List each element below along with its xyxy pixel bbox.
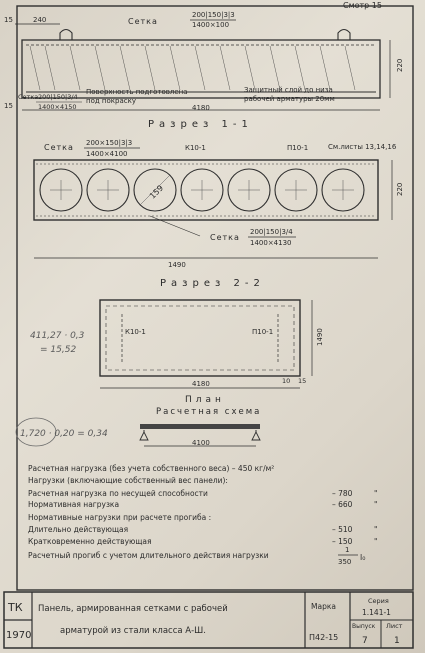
plan-label-p: П10-1 bbox=[252, 328, 273, 336]
plan-dim-10: 10 bbox=[282, 377, 290, 385]
load-row-label: Нормативные нагрузки при расчете прогиба… bbox=[28, 513, 211, 522]
load-row-unit: " bbox=[374, 537, 377, 546]
load-row-unit: " bbox=[374, 525, 377, 534]
deflection-suffix: l₀ bbox=[360, 553, 365, 562]
tb-series-value: 1.141-1 bbox=[362, 608, 391, 617]
hand-note-2: 1,720 · 0,20 = 0,34 bbox=[20, 429, 108, 439]
deflection-num: 1 bbox=[345, 546, 349, 554]
title-block: ТК 1970 Панель, армированная сетками с р… bbox=[3, 591, 414, 649]
lifting-loop-right bbox=[337, 28, 351, 40]
inner-frame bbox=[16, 5, 414, 591]
dim-15-bottom: 15 bbox=[4, 102, 13, 110]
loads-section: Расчетная нагрузка (без учета собственно… bbox=[28, 464, 377, 566]
tb-issue-value: 7 bbox=[362, 636, 368, 646]
s2-mesh-bottom-spec-bottom: 1400×4130 bbox=[250, 239, 292, 247]
tb-mark-label: Марка bbox=[311, 602, 336, 611]
plan-outline bbox=[99, 299, 301, 377]
dim-240: 240 bbox=[33, 16, 46, 24]
section-1-title: Разрез 1-1 bbox=[148, 119, 253, 130]
s2-mesh-bottom-spec-top: 200|150|3/4 bbox=[250, 228, 293, 236]
mesh-left-spec-bottom: 1400×4150 bbox=[38, 103, 77, 111]
deflection-den: 350 bbox=[338, 558, 351, 566]
note-cover-1: Защитный слой до низа bbox=[244, 86, 333, 94]
dim-15: 15 bbox=[4, 16, 13, 24]
mesh-spec-bottom: 1400×100 bbox=[192, 21, 229, 29]
load-row-label: Расчетная нагрузка по несущей способност… bbox=[28, 489, 208, 498]
plan-title: План bbox=[185, 395, 225, 405]
handwritten-notes: 411,27 · 0,3 = 15,52 1,720 · 0,20 = 0,34 bbox=[15, 331, 108, 447]
tb-mark-value: П42-15 bbox=[309, 633, 338, 642]
slab-outline bbox=[33, 159, 379, 221]
plan-dim-1490: 1490 bbox=[316, 328, 324, 346]
lifting-loop-left bbox=[59, 28, 73, 40]
load-row-unit: " bbox=[374, 489, 377, 498]
top-tag: Смотр 15 bbox=[343, 1, 382, 10]
load-row-unit: " bbox=[374, 500, 377, 509]
scheme-title: Расчетная схема bbox=[156, 407, 261, 417]
tb-issue-label: Выпуск bbox=[352, 623, 376, 630]
s2-mesh-label: Сетка bbox=[44, 143, 74, 152]
tb-series-label: Серия bbox=[368, 597, 389, 605]
s2-label-k: К10-1 bbox=[185, 144, 206, 152]
note-surface-1: Поверхность подготовлена bbox=[86, 88, 188, 96]
hollow-cores bbox=[39, 168, 365, 212]
section-2-title: Разрез 2-2 bbox=[160, 278, 265, 289]
tb-tk: ТК bbox=[7, 601, 23, 614]
section-2-2: Сетка 200×150|3|3 1400×4100 К10-1 П10-1 … bbox=[33, 139, 404, 289]
note-cover-2: рабочей арматуры 20мм bbox=[244, 95, 335, 103]
s2-label-p: П10-1 bbox=[287, 144, 308, 152]
plan-dim-4180: 4180 bbox=[192, 380, 210, 388]
width-1490: 1490 bbox=[168, 261, 186, 269]
note-surface-2: под покраску bbox=[86, 97, 136, 105]
dim-220-s1: 220 bbox=[396, 59, 404, 72]
tb-year: 1970 bbox=[6, 630, 31, 641]
tb-name-2: арматурой из стали класса А-Ш. bbox=[60, 626, 206, 636]
load-row-label: Нормативная нагрузка bbox=[28, 500, 119, 509]
plan-dim-15: 15 bbox=[298, 377, 306, 385]
mesh-label-top: Сетка bbox=[128, 17, 158, 26]
load-line-2: Нагрузки (включающие собственный вес пан… bbox=[28, 476, 228, 485]
s2-mesh-spec-bottom: 1400×4100 bbox=[86, 150, 128, 158]
load-row-value: – 780 bbox=[332, 489, 353, 498]
s2-label-hinges: См.листы 13,14,16 bbox=[328, 143, 397, 151]
plan-label-k: К10-1 bbox=[125, 328, 146, 336]
hole-dim-159: 159 bbox=[148, 183, 165, 200]
scheme-load-bar bbox=[140, 424, 260, 429]
length-4180: 4180 bbox=[192, 104, 210, 112]
s2-mesh-spec-top: 200×150|3|3 bbox=[86, 139, 132, 147]
load-row-value: – 660 bbox=[332, 500, 353, 509]
tb-sheet-label: Лист bbox=[386, 622, 403, 630]
mesh-left-label: Сетка bbox=[18, 93, 38, 101]
section-1-1: 15 240 Сетка 200|150|3|3 1400×100 220 15… bbox=[4, 11, 404, 130]
s2-mesh-bottom-label: Сетка bbox=[210, 233, 240, 242]
calc-scheme: Расчетная схема 4100 bbox=[139, 407, 261, 447]
load-line-1: Расчетная нагрузка (без учета собственно… bbox=[28, 464, 274, 473]
load-row-label: Длительно действующая bbox=[28, 525, 128, 534]
dim-220-s2: 220 bbox=[396, 183, 404, 196]
mesh-spec-top: 200|150|3|3 bbox=[192, 11, 235, 19]
tb-name-1: Панель, армированная сетками с рабочей bbox=[38, 604, 228, 614]
deflection-label: Расчетный прогиб с учетом длительного де… bbox=[28, 551, 269, 560]
load-row-value: – 510 bbox=[332, 525, 353, 534]
plan-view: К10-1 П10-1 1490 4180 10 15 План bbox=[99, 299, 324, 405]
hand-note-1: 411,27 · 0,3 bbox=[30, 331, 85, 341]
tb-sheet-value: 1 bbox=[394, 636, 400, 646]
load-row-label: Кратковременно действующая bbox=[28, 537, 152, 546]
beam-outline bbox=[21, 39, 381, 99]
mesh-left-spec-top: 200|150|3/4 bbox=[38, 93, 78, 101]
load-row-value: – 150 bbox=[332, 537, 353, 546]
hand-note-1-result: = 15,52 bbox=[40, 345, 76, 355]
scheme-span: 4100 bbox=[192, 439, 210, 447]
